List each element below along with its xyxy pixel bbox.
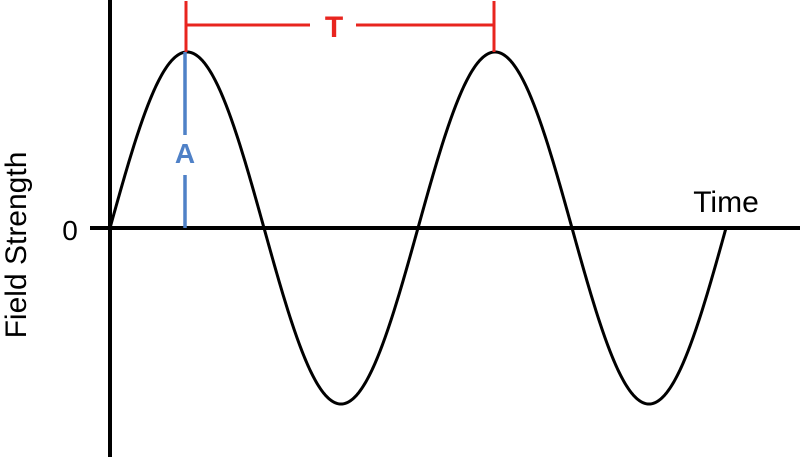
amplitude-marker: A	[175, 52, 195, 228]
period-marker: T	[184, 1, 496, 52]
sine-wave	[108, 50, 728, 406]
period-label: T	[325, 11, 343, 44]
x-axis-label: Time	[693, 186, 759, 219]
y-axis-label: Field Strength	[0, 152, 33, 339]
amplitude-label: A	[175, 138, 195, 169]
zero-label: 0	[62, 215, 78, 246]
